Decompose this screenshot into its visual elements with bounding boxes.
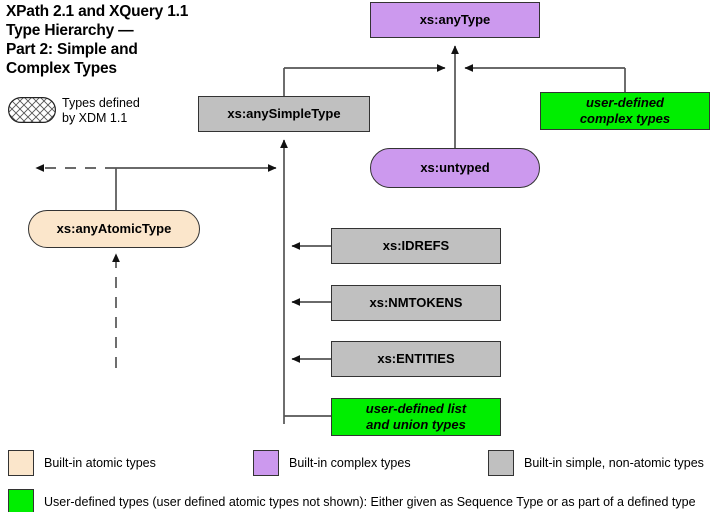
node-entities[interactable]: xs:ENTITIES [331,341,501,377]
page-title: XPath 2.1 and XQuery 1.1 Type Hierarchy … [6,3,189,77]
node-untyped[interactable]: xs:untyped [370,148,540,188]
node-anytype-label: xs:anyType [419,12,491,27]
legend-swatch-atomic [8,450,34,476]
hatched-rounded-rect-icon [8,97,56,123]
node-anyatomictype[interactable]: xs:anyAtomicType [28,210,200,248]
legend-swatch-user-defined [8,489,34,512]
node-nmtokens[interactable]: xs:NMTOKENS [331,285,501,321]
node-idrefs[interactable]: xs:IDREFS [331,228,501,264]
node-nmtokens-label: xs:NMTOKENS [369,295,463,310]
xdm-key-label: Types defined by XDM 1.1 [62,96,140,125]
node-anysimpletype[interactable]: xs:anySimpleType [198,96,370,132]
legend-label-atomic: Built-in atomic types [44,456,156,470]
legend-label-user-defined: User-defined types (user defined atomic … [44,495,696,509]
node-user-defined-list-and-union-types[interactable]: user-defined list and union types [331,398,501,436]
node-anytype[interactable]: xs:anyType [370,2,540,38]
node-anysimpletype-label: xs:anySimpleType [227,106,341,121]
legend-label-simple: Built-in simple, non-atomic types [524,456,704,470]
node-user-defined-complex-types[interactable]: user-defined complex types [540,92,710,130]
node-user-defined-complex-types-label: user-defined complex types [579,95,671,126]
legend-label-complex: Built-in complex types [289,456,411,470]
legend-swatch-complex [253,450,279,476]
node-idrefs-label: xs:IDREFS [382,238,450,253]
node-user-defined-list-and-union-types-label: user-defined list and union types [365,401,467,432]
legend-swatch-simple [488,450,514,476]
node-entities-label: xs:ENTITIES [377,351,455,366]
node-untyped-label: xs:untyped [420,160,490,175]
node-anyatomictype-label: xs:anyAtomicType [56,221,172,236]
